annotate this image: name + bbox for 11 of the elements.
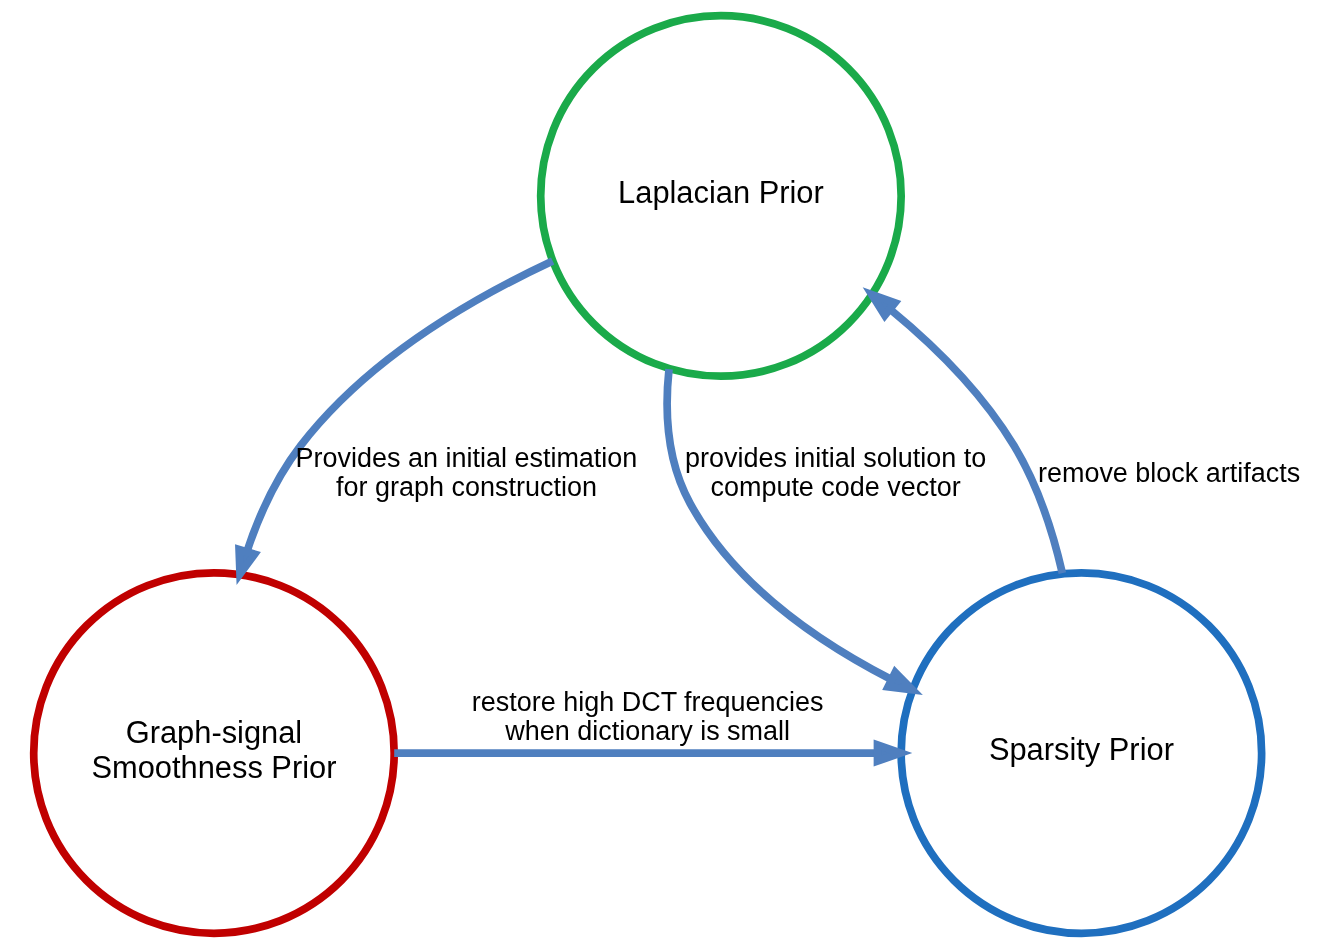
edge-label: remove block artifacts xyxy=(1037,457,1300,488)
edge-label: Provides an initial estimation for graph construction xyxy=(295,443,637,503)
edge-label: provides initial solution to compute code vector xyxy=(684,443,986,503)
arrow xyxy=(234,257,554,586)
node-circle: Graph-signal Smoothness Prior xyxy=(29,568,398,938)
node-circle: Laplacian Prior xyxy=(536,11,905,381)
edge-label: restore high DCT frequencies when dictionary is small xyxy=(471,687,824,746)
node-circle: Sparsity Prior xyxy=(896,568,1265,938)
arrow xyxy=(393,739,912,767)
arrow xyxy=(862,287,1066,575)
arrow xyxy=(662,368,923,696)
